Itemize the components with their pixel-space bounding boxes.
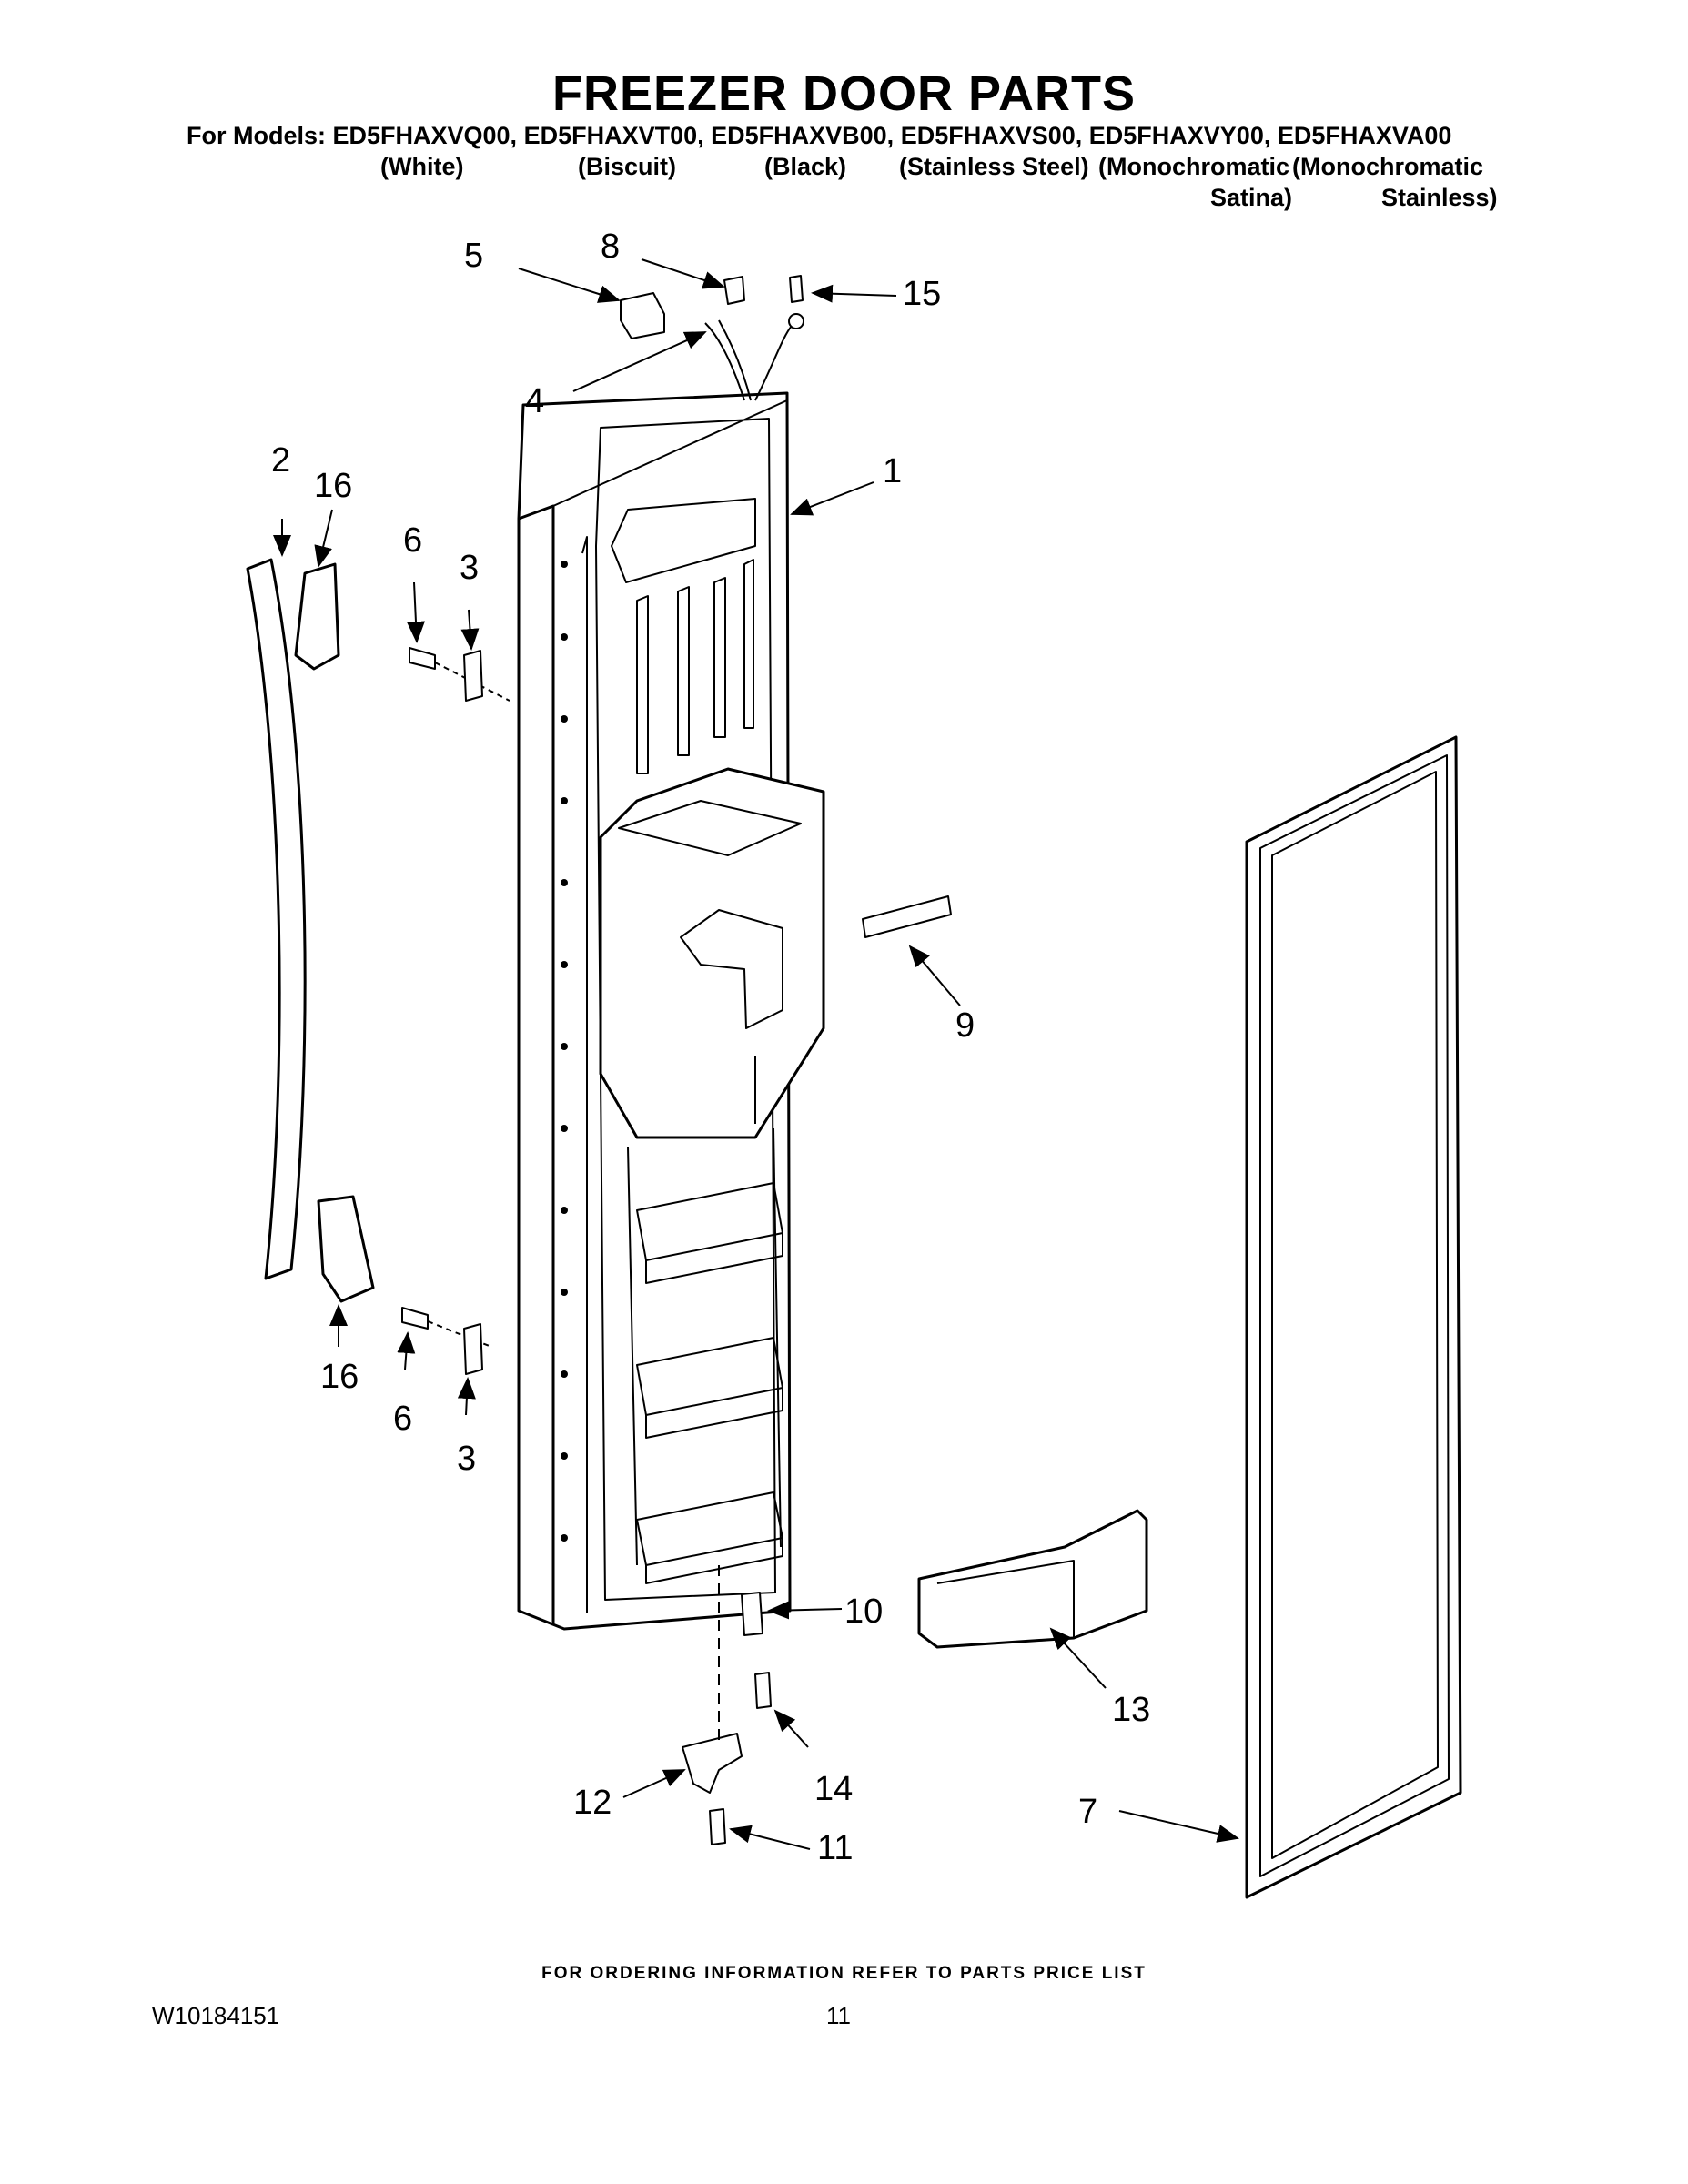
callout-6-bottom: 6 (393, 1400, 413, 1438)
page-number: 11 (826, 2002, 851, 2029)
callout-12: 12 (573, 1784, 612, 1822)
callout-11: 11 (817, 1829, 854, 1867)
hinge-pin (741, 1592, 763, 1636)
ground-screw (789, 275, 804, 303)
ordering-note: FOR ORDERING INFORMATION REFER TO PARTS … (541, 1964, 1147, 1983)
color-white: (White) (380, 153, 464, 180)
callout-16-bottom: 16 (320, 1358, 359, 1396)
color-monochromatic-satina-line2: Satina) (1210, 184, 1293, 211)
door-panel (517, 391, 825, 1631)
handle-end-cap-top (294, 562, 340, 671)
door-bin (917, 1509, 1148, 1649)
bottom-hinge (682, 1733, 743, 1794)
page-title: FREEZER DOOR PARTS (551, 66, 1137, 121)
callout-7: 7 (1078, 1793, 1098, 1831)
models-line: For Models: ED5FHAXVQ00, ED5FHAXVT00, ED… (187, 122, 1452, 149)
callout-16-top: 16 (314, 467, 353, 505)
callout-8: 8 (601, 228, 621, 266)
door-handle (246, 558, 307, 1280)
document-id: W10184151 (152, 2002, 280, 2029)
connector (620, 292, 665, 339)
handle-end-cap-bottom (317, 1195, 375, 1303)
color-monochromatic-satina-line1: (Monochromatic (1098, 153, 1290, 180)
callout-9: 9 (955, 1006, 975, 1045)
callout-5: 5 (464, 237, 484, 275)
handle-clips (463, 650, 483, 1375)
callout-13: 13 (1112, 1691, 1151, 1729)
color-monochromatic-stainless-line2: Stainless) (1381, 184, 1498, 211)
color-biscuit: (Biscuit) (578, 153, 676, 180)
cam-screw (754, 1672, 772, 1709)
callout-2: 2 (271, 441, 291, 480)
callout-3-bottom: 3 (457, 1440, 477, 1478)
color-black: (Black) (764, 153, 847, 180)
callout-14: 14 (814, 1770, 854, 1808)
color-monochromatic-stainless-line1: (Monochromatic (1292, 153, 1484, 180)
color-stainless-steel: (Stainless Steel) (899, 153, 1089, 180)
callout-10: 10 (844, 1592, 884, 1631)
callout-1: 1 (883, 452, 903, 490)
door-gasket (1245, 735, 1462, 1899)
callout-6-top: 6 (403, 521, 423, 560)
callout-4: 4 (525, 382, 545, 420)
callout-3-top: 3 (460, 549, 480, 587)
dispenser-trim (862, 895, 952, 938)
hinge-screw (709, 1808, 726, 1845)
wire-harness (704, 313, 804, 401)
callout-15: 15 (903, 275, 942, 313)
handle-screws (401, 647, 510, 1348)
grommet (723, 276, 745, 305)
